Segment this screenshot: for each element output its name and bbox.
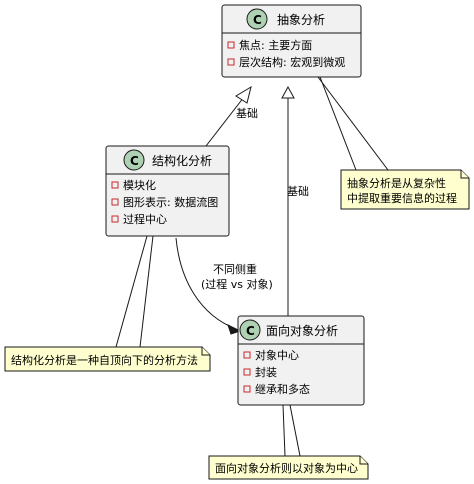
note-connector-abstract: [317, 76, 389, 171]
attribute-marker-icon: [243, 351, 251, 359]
note-text-line2: 中提取重要信息的过程: [347, 191, 457, 205]
class-attribute: 对象中心: [255, 348, 299, 362]
note-oo: 面向对象分析则以对象为中心: [208, 455, 369, 480]
attribute-marker-icon: [111, 215, 119, 223]
class-attribute: 层次结构: 宏观到微观: [239, 55, 345, 69]
relation-label-oo-abstract: 基础: [287, 185, 309, 198]
relation-label-structured-abstract: 基础: [236, 107, 258, 120]
attribute-marker-icon: [243, 385, 251, 393]
attribute-marker-icon: [111, 198, 119, 206]
attribute-marker-icon: [243, 368, 251, 376]
class-name: 结构化分析: [152, 153, 212, 168]
class-attribute: 模块化: [123, 178, 156, 192]
relation-label-line2: (过程 vs 对象): [201, 277, 273, 291]
class-abstract-analysis[interactable]: C 抽象分析 焦点: 主要方面 层次结构: 宏观到微观: [221, 4, 362, 78]
inheritance-arrowhead: [235, 85, 252, 104]
attribute-marker-icon: [227, 58, 235, 66]
attribute-marker-icon: [111, 181, 119, 189]
class-attribute: 图形表示: 数据流图: [123, 195, 218, 209]
class-stereotype-icon: [123, 149, 145, 171]
relation-oo-to-abstract: [281, 85, 295, 320]
inheritance-arrowhead: [281, 85, 295, 99]
class-name: 面向对象分析: [266, 323, 338, 338]
class-stereotype-icon: [246, 8, 268, 30]
note-text-line1: 抽象分析是从复杂性: [347, 176, 446, 190]
class-structured-analysis[interactable]: C 结构化分析 模块化 图形表示: 数据流图 过程中心: [105, 145, 230, 237]
note-connector-structured: [115, 235, 148, 348]
note-connector-oo-2: [289, 404, 301, 457]
class-attribute: 焦点: 主要方面: [239, 38, 312, 52]
relation-structured-to-oo: [175, 237, 242, 335]
class-attribute: 封装: [255, 365, 277, 379]
relation-label-line1: 不同侧重: [213, 262, 257, 276]
class-attribute: 继承和多态: [255, 382, 310, 396]
note-text: 面向对象分析则以对象为中心: [215, 461, 358, 475]
note-connector-oo: [282, 404, 286, 457]
class-stereotype-icon: [239, 319, 261, 341]
class-oo-analysis[interactable]: C 面向对象分析 对象中心 封装 继承和多态: [237, 315, 365, 406]
association-arrowhead: [227, 324, 242, 335]
class-stereotype-letter: C: [246, 324, 255, 338]
class-attribute: 过程中心: [123, 213, 167, 226]
note-connector-structured-2: [139, 235, 154, 348]
note-text: 结构化分析是一种自顶向下的分析方法: [11, 353, 198, 367]
relation-structured-to-abstract: [205, 85, 252, 147]
note-abstract: 抽象分析是从复杂性 中提取重要信息的过程: [340, 169, 470, 210]
class-stereotype-letter: C: [130, 154, 139, 168]
class-stereotype-letter: C: [253, 13, 262, 27]
class-name: 抽象分析: [277, 13, 325, 27]
note-structured: 结构化分析是一种自顶向下的分析方法: [4, 346, 211, 372]
attribute-marker-icon: [227, 41, 235, 49]
note-connector-abstract-2: [319, 76, 357, 171]
